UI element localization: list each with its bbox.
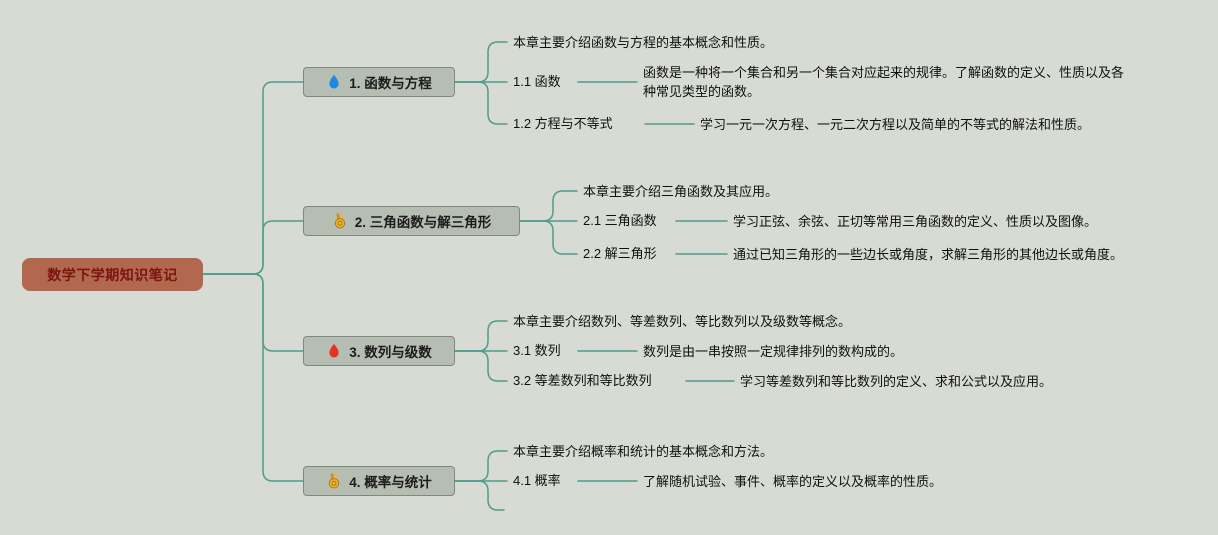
connector-branch-3-note <box>454 320 508 352</box>
root-topic-label: 数学下学期知识笔记 <box>47 266 178 283</box>
subtopic-3-1-desc[interactable]: 数列是由一串按照一定规律排列的数构成的。 <box>643 344 904 359</box>
subtopic-1-2-desc[interactable]: 学习一元一次方程、一元二次方程以及简单的不等式的解法和性质。 <box>700 117 1091 132</box>
connector-branch-4-note <box>454 450 508 482</box>
branch-2-note[interactable]: 本章主要介绍三角函数及其应用。 <box>583 184 779 199</box>
branch-topic-4-label: 4. 概率与统计 <box>349 475 432 490</box>
subtopic-1-2[interactable]: 1.2 方程与不等式 <box>513 116 613 131</box>
root-topic[interactable]: 数学下学期知识笔记 <box>22 258 203 291</box>
connector-root-branch-2 <box>202 220 304 275</box>
subtopic-3-1[interactable]: 3.1 数列 <box>513 343 561 358</box>
connector-branch-4-stub <box>454 480 505 511</box>
branch-1-note[interactable]: 本章主要介绍函数与方程的基本概念和性质。 <box>513 35 774 50</box>
branch-topic-3[interactable]: 3. 数列与级数 <box>303 336 455 366</box>
branch-4-note[interactable]: 本章主要介绍概率和统计的基本概念和方法。 <box>513 444 774 459</box>
connector-root-branch-3 <box>202 273 304 352</box>
subtopic-2-2[interactable]: 2.2 解三角形 <box>583 246 657 261</box>
connector-root-branch-4 <box>202 273 304 482</box>
subtopic-2-2-desc[interactable]: 通过已知三角形的一些边长或角度，求解三角形的其他边长或角度。 <box>733 247 1124 262</box>
blue-flame-icon[interactable] <box>326 74 342 90</box>
branch-topic-4[interactable]: 4. 概率与统计 <box>303 466 455 496</box>
branch-topic-2[interactable]: 2. 三角函数与解三角形 <box>303 206 520 236</box>
branch-3-note[interactable]: 本章主要介绍数列、等差数列、等比数列以及级数等概念。 <box>513 314 852 329</box>
branch-topic-2-label: 2. 三角函数与解三角形 <box>354 215 492 230</box>
connector-branch-1-child-2 <box>454 81 508 125</box>
connector-root-branch-1 <box>202 81 304 275</box>
subtopic-4-1-desc[interactable]: 了解随机试验、事件、概率的定义以及概率的性质。 <box>643 474 943 489</box>
connector-branch-1-note <box>454 41 508 83</box>
subtopic-4-1[interactable]: 4.1 概率 <box>513 473 561 488</box>
connector-branch-2-note <box>519 190 578 222</box>
connector-branch-2-child-2 <box>519 220 578 255</box>
branch-topic-1[interactable]: 1. 函数与方程 <box>303 67 455 97</box>
branch-topic-1-label: 1. 函数与方程 <box>349 76 432 91</box>
subtopic-1-1[interactable]: 1.1 函数 <box>513 74 561 89</box>
branch-topic-3-label: 3. 数列与级数 <box>349 345 432 360</box>
subtopic-2-1[interactable]: 2.1 三角函数 <box>583 213 657 228</box>
subtopic-3-2[interactable]: 3.2 等差数列和等比数列 <box>513 373 652 388</box>
subtopic-2-1-desc[interactable]: 学习正弦、余弦、正切等常用三角函数的定义、性质以及图像。 <box>733 214 1098 229</box>
medal-icon[interactable] <box>326 473 342 489</box>
red-flame-icon[interactable] <box>326 343 342 359</box>
medal-icon[interactable] <box>332 213 348 229</box>
subtopic-3-2-desc[interactable]: 学习等差数列和等比数列的定义、求和公式以及应用。 <box>740 374 1053 389</box>
subtopic-1-1-desc[interactable]: 函数是一种将一个集合和另一个集合对应起来的规律。了解函数的定义、性质以及各种常见… <box>643 65 1125 99</box>
connector-branch-3-child-2 <box>454 350 508 382</box>
